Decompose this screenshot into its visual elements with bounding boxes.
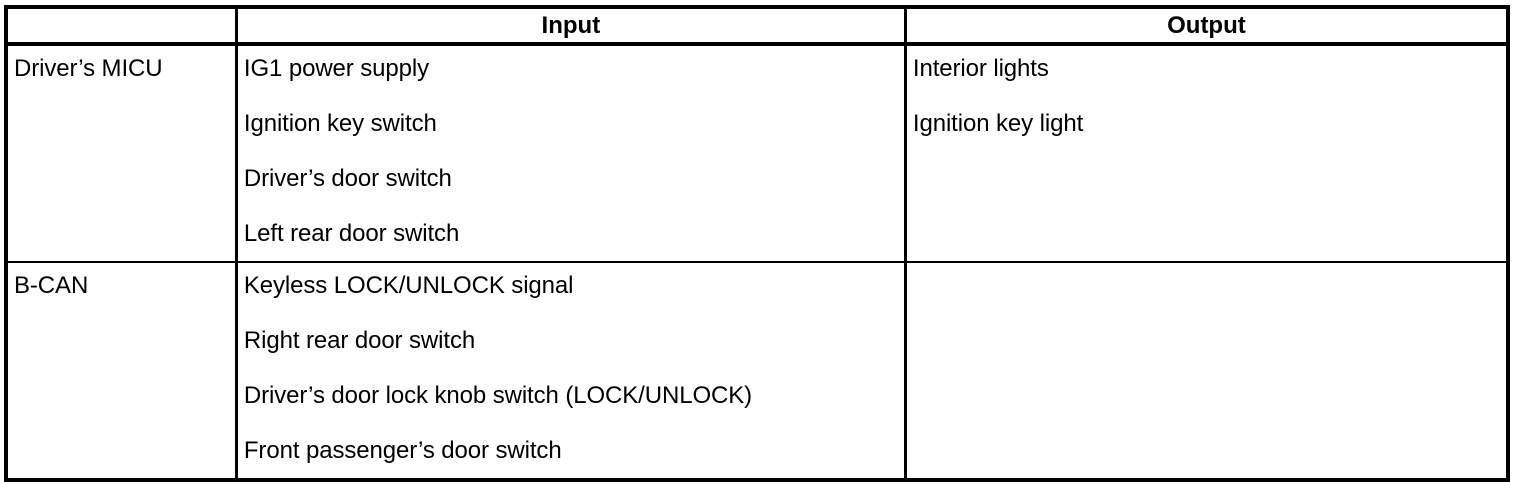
output-item: Ignition key light	[912, 110, 1084, 137]
input-output-matrix-table: Input Output Driver’s MICU IG1 power sup…	[4, 5, 1510, 482]
input-item: Driver’s door switch	[243, 165, 452, 192]
row-source-label: B-CAN	[14, 272, 89, 299]
table-row: B-CAN Keyless LOCK/UNLOCK signal Right r…	[6, 262, 1508, 480]
page-canvas: Input Output Driver’s MICU IG1 power sup…	[4, 5, 1510, 482]
input-item: IG1 power supply	[243, 55, 430, 82]
input-item: Left rear door switch	[243, 220, 460, 247]
output-item: Interior lights	[912, 55, 1049, 82]
row-input-cell: Keyless LOCK/UNLOCK signal Right rear do…	[236, 262, 907, 480]
table-row: Driver’s MICU IG1 power supply Ignition …	[6, 44, 1508, 263]
table-body: Driver’s MICU IG1 power supply Ignition …	[6, 44, 1508, 480]
row-source-cell: Driver’s MICU	[6, 44, 238, 263]
header-row: Input Output	[6, 7, 1508, 46]
input-item: Driver’s door lock knob switch (LOCK/UNL…	[243, 382, 753, 409]
column-header-output: Output	[905, 7, 1508, 46]
input-item: Right rear door switch	[243, 327, 476, 354]
row-output-cell	[905, 262, 1508, 480]
row-output-cell: Interior lights Ignition key light	[905, 44, 1508, 263]
row-source-cell: B-CAN	[6, 262, 238, 480]
column-header-source	[6, 7, 238, 46]
row-input-cell: IG1 power supply Ignition key switch Dri…	[236, 44, 907, 263]
row-source-label: Driver’s MICU	[14, 55, 163, 82]
input-item: Keyless LOCK/UNLOCK signal	[243, 272, 574, 299]
column-header-input: Input	[236, 7, 907, 46]
table-header: Input Output	[6, 7, 1508, 46]
input-item: Ignition key switch	[243, 110, 437, 137]
input-item: Front passenger’s door switch	[243, 437, 562, 464]
